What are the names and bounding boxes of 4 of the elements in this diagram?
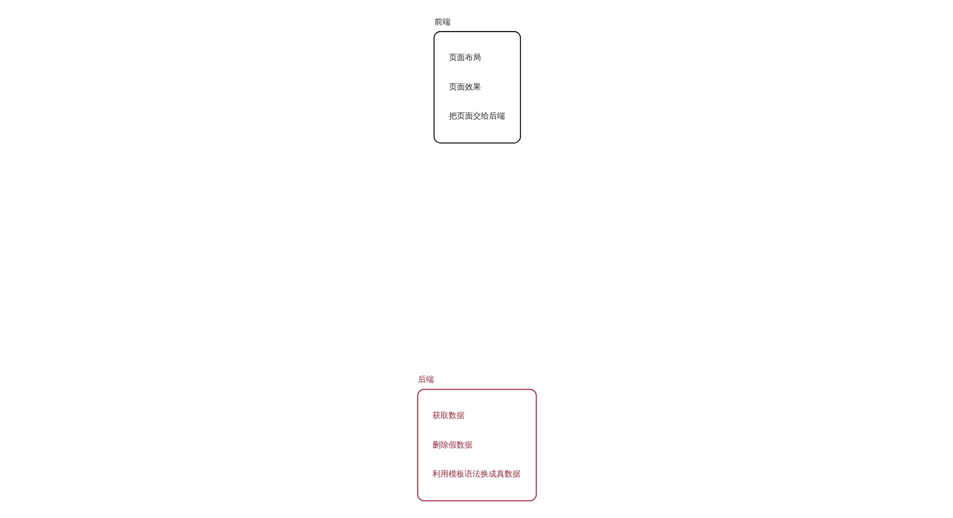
- node-label: 后端: [418, 374, 434, 384]
- node-label: 前端: [434, 16, 450, 26]
- node-box: 获取数据 删除假数据 利用模板语法换成真数据: [416, 388, 536, 502]
- node-box: 页面布局 页面效果 把页面交给后端: [433, 31, 520, 144]
